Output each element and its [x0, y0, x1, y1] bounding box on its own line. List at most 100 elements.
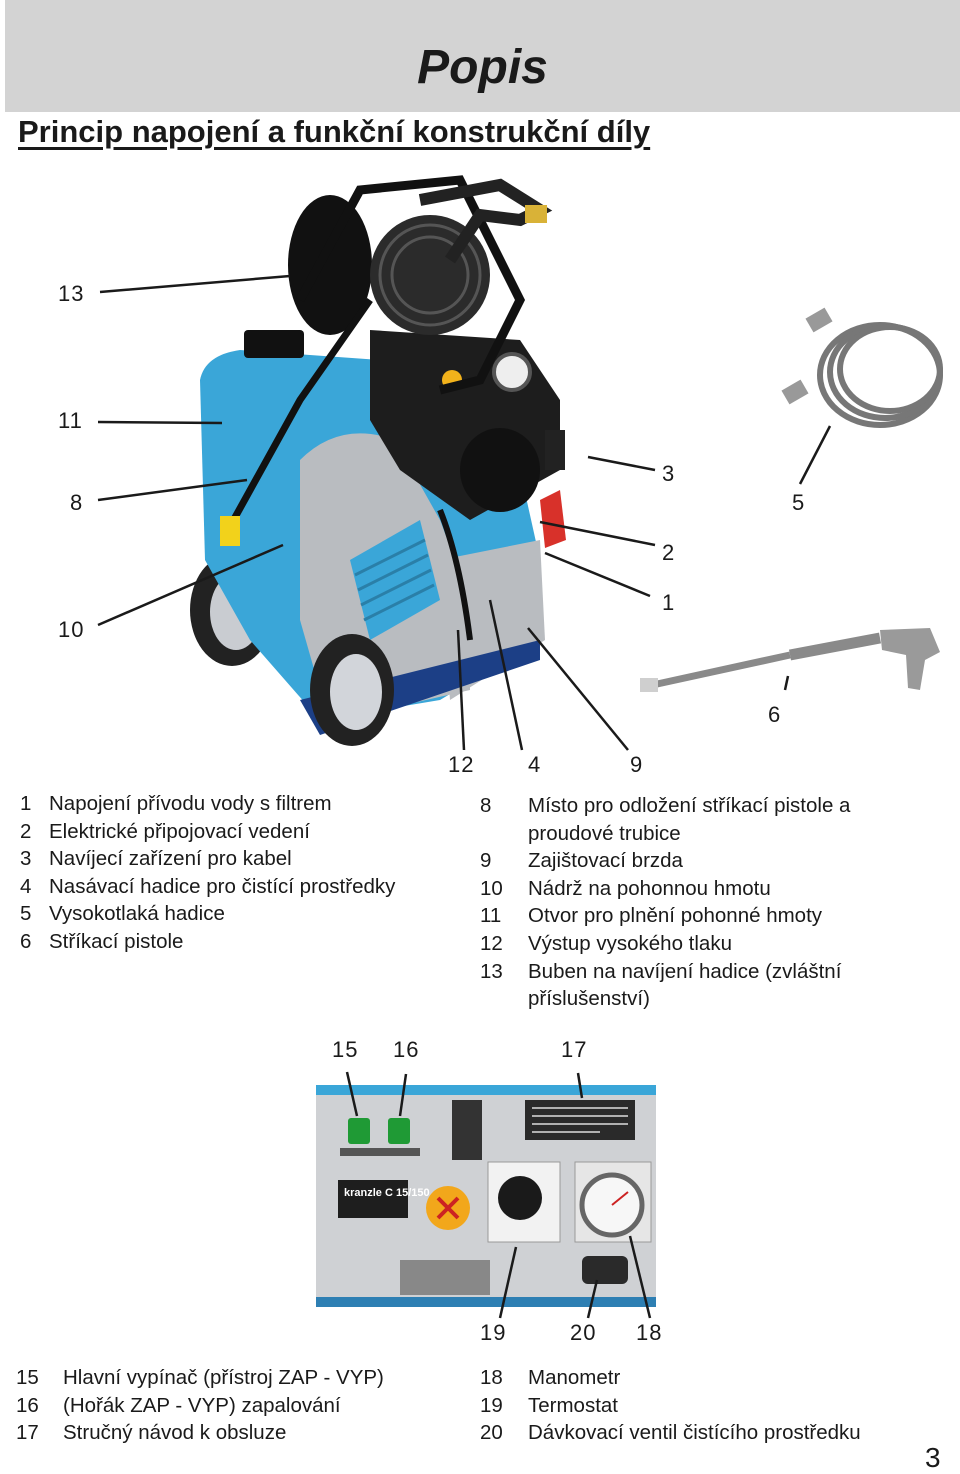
legend-item-number: 12 — [480, 931, 503, 955]
header-bar: Popis — [5, 0, 960, 112]
brand-logo: kranzle C 15/150 — [344, 1187, 430, 1199]
filler-cap — [244, 330, 304, 358]
section-subtitle: Princip napojení a funkční konstrukční d… — [18, 114, 651, 149]
handle-frame — [296, 175, 526, 395]
legend-item: 12 Výstup vysokého tlaku — [480, 930, 900, 958]
callout-2: 2 — [662, 540, 676, 565]
page-number: 3 — [925, 1442, 941, 1473]
callout-6: 6 — [768, 702, 782, 727]
callout-9: 9 — [630, 752, 644, 777]
callout-19: 19 — [480, 1320, 507, 1345]
legend-item-text: Otvor pro plnění pohonné hmoty — [528, 904, 823, 928]
legend-item-number: 19 — [480, 1393, 503, 1417]
callout-5: 5 — [792, 490, 806, 515]
thermostat-dial — [498, 1176, 542, 1220]
legend-item-number: 16 — [16, 1393, 39, 1417]
callout-13: 13 — [58, 281, 85, 306]
legend-item-text: Stříkací pistole — [49, 929, 184, 953]
legend-item: 20 Dávkovací ventil čistícího prostředku — [480, 1419, 920, 1447]
callout-16: 16 — [393, 1037, 420, 1062]
machine-figure — [97, 175, 943, 751]
legend-item: 16 (Hořák ZAP - VYP) zapalování — [16, 1392, 456, 1420]
callout-1: 1 — [662, 590, 676, 615]
callout-lines-2 — [345, 1071, 652, 1319]
legend-item-text: Termostat — [528, 1393, 618, 1417]
callout-17: 17 — [561, 1037, 588, 1062]
cable-reel — [460, 428, 540, 512]
main-switch — [348, 1118, 370, 1144]
legend2-list-left: 15 Hlavní vypínač (přístroj ZAP - VYP) 16 (… — [16, 1364, 456, 1447]
legend-item-number: 17 — [16, 1421, 39, 1445]
legend-item-text: Napojení přívodu vody s filtrem — [49, 792, 332, 815]
legend-item-number: 20 — [480, 1421, 503, 1445]
legend-item-text: Buben na navíjení hadice (zvláštní přísl… — [528, 959, 842, 1011]
page-title: Popis — [417, 41, 548, 94]
callout-3: 3 — [662, 461, 676, 486]
legend-item-text: Manometr — [528, 1366, 621, 1389]
legend-item-text: Stručný návod k obsluze — [63, 1421, 287, 1445]
callout-lines — [97, 274, 832, 751]
callout-18: 18 — [636, 1320, 663, 1345]
callout-20: 20 — [570, 1320, 597, 1345]
brand-logo-plate — [338, 1180, 408, 1218]
legend-item-number: 1 — [20, 792, 32, 815]
callout-4: 4 — [528, 752, 542, 777]
label-plate — [452, 1100, 482, 1160]
legend-item-text: Elektrické připojovací vedení — [49, 819, 310, 843]
legend-item-number: 2 — [20, 819, 32, 843]
legend-item-number: 11 — [480, 904, 502, 928]
legend-item-number: 3 — [20, 847, 32, 871]
legend-item-text: Zajištovací brzda — [528, 849, 683, 873]
legend-item-number: 18 — [480, 1366, 503, 1389]
gauge-icon — [492, 352, 532, 392]
dosing-valve — [582, 1256, 628, 1284]
hose-reel — [288, 195, 372, 335]
legend-item: 15 Hlavní vypínač (přístroj ZAP - VYP) — [16, 1364, 456, 1392]
legend-item-text: Nádrž na pohonnou hmotu — [528, 876, 771, 900]
legend-item: 1 Napojení přívodu vody s filtrem — [20, 790, 460, 818]
legend-item: 2 Elektrické připojovací vedení — [20, 818, 460, 846]
legend-item: 19 Termostat — [480, 1392, 920, 1420]
callout-12: 12 — [448, 752, 475, 777]
legend-item-number: 6 — [20, 929, 32, 953]
legend-item-text: Navíjecí zařízení pro kabel — [49, 847, 292, 871]
gun-holder — [220, 516, 240, 546]
legend-item: 11 Otvor pro plnění pohonné hmoty — [480, 902, 900, 930]
legend-item-text: Dávkovací ventil čistícího prostředku — [528, 1421, 861, 1445]
high-pressure-hose — [817, 322, 943, 428]
control-panel-figure: kranzle C 15/150 — [316, 1071, 656, 1319]
legend-item-number: 10 — [480, 876, 503, 900]
legend-item-number: 15 — [16, 1366, 39, 1389]
legend-item: 10 Nádrž na pohonnou hmotu — [480, 875, 900, 903]
callout-15: 15 — [332, 1037, 359, 1062]
power-plug — [540, 490, 566, 548]
short-instructions-plate — [525, 1100, 635, 1140]
legend-list-left: 1 Napojení přívodu vody s filtrem 2 Elektri… — [20, 790, 460, 956]
legend-item-number: 8 — [480, 794, 492, 817]
callout-8: 8 — [70, 490, 84, 515]
vent-grille — [400, 1260, 490, 1295]
legend-item-number: 13 — [480, 959, 503, 983]
legend-list-right: 8 Místo pro odložení stříkací pistole a p… — [480, 792, 900, 1013]
legend-item: 6 Stříkací pistole — [20, 928, 460, 956]
legend-item: 18 Manometr — [480, 1364, 920, 1392]
legend-item-text: (Hořák ZAP - VYP) zapalování — [63, 1393, 341, 1417]
legend-item: 13 Buben na navíjení hadice (zvláštní pří… — [480, 958, 900, 1013]
callout-10: 10 — [58, 617, 85, 642]
legend-item: 5 Vysokotlaká hadice — [20, 900, 460, 928]
legend-item-text: Výstup vysokého tlaku — [528, 931, 732, 955]
burner-switch — [388, 1118, 410, 1144]
legend-item-text: Vysokotlaká hadice — [49, 902, 225, 926]
legend2-list-right: 18 Manometr 19 Termostat 20 Dávkovací ventil … — [480, 1364, 920, 1447]
legend-item-number: 9 — [480, 849, 492, 873]
legend-item-number: 4 — [20, 874, 32, 898]
legend-item: 9 Zajištovací brzda — [480, 847, 900, 875]
legend-item-text: Hlavní vypínač (přístroj ZAP - VYP) — [63, 1366, 384, 1389]
legend-item: 17 Stručný návod k obsluze — [16, 1419, 456, 1447]
legend-item-text: Místo pro odložení stříkací pistole a pr… — [528, 794, 851, 845]
legend-item-text: Nasávací hadice pro čistící prostředky — [49, 874, 396, 898]
legend-item-number: 5 — [20, 902, 32, 926]
legend-item: 8 Místo pro odložení stříkací pistole a p… — [480, 792, 900, 847]
spray-gun — [640, 628, 940, 692]
callout-11: 11 — [58, 408, 83, 433]
